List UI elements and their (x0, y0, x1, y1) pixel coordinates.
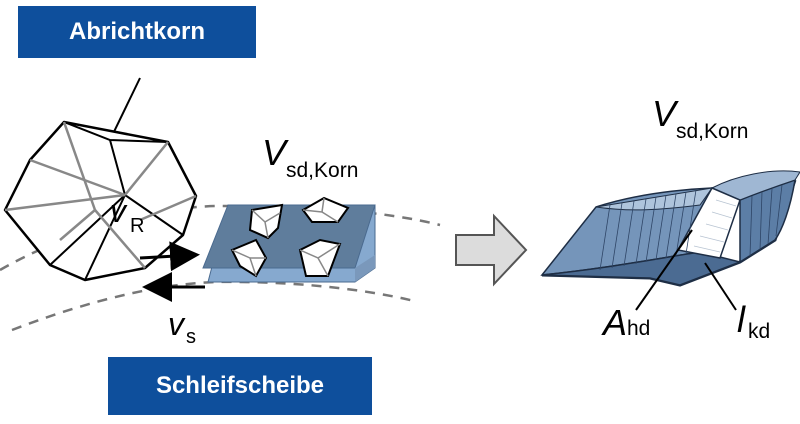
ahd-leader (635, 229, 693, 311)
wheel-contour-lower (11, 280, 419, 332)
chip-1 (248, 203, 284, 240)
grinding-wheel-text: Schleifscheibe (155, 372, 325, 399)
dressing-grain-label: Abrichtkorn (18, 6, 256, 58)
chip-3 (230, 238, 268, 278)
vsd-left-subscript: sd,Korn (286, 159, 358, 182)
dressed-volume-slab (202, 204, 376, 283)
vr-arrow (139, 241, 200, 272)
lkd-leader (704, 262, 737, 311)
dressing-grain-leader (109, 77, 141, 141)
grinding-wheel-label: Schleifscheibe (108, 357, 372, 415)
dressing-grain-text: Abrichtkorn (68, 18, 205, 45)
lkd-symbol: l (737, 299, 746, 340)
dressed-volume-3d (540, 170, 800, 287)
ahd-symbol: A (601, 302, 627, 343)
vr-subscript: R (130, 215, 144, 237)
ahd-subscript: hd (627, 317, 650, 340)
lkd-subscript: kd (748, 320, 770, 343)
vsd-left-symbol: V (262, 132, 289, 173)
vs-symbol: v (168, 306, 186, 342)
vs-subscript: s (186, 326, 196, 348)
transition-arrow (455, 213, 528, 287)
chip-2 (301, 196, 350, 223)
vr-symbol: v (110, 193, 128, 229)
vsd-right-symbol: V (652, 93, 679, 134)
dressing-grain-polyhedron (3, 120, 198, 282)
vsd-right-subscript: sd,Korn (676, 120, 748, 143)
chip-4 (298, 238, 342, 277)
